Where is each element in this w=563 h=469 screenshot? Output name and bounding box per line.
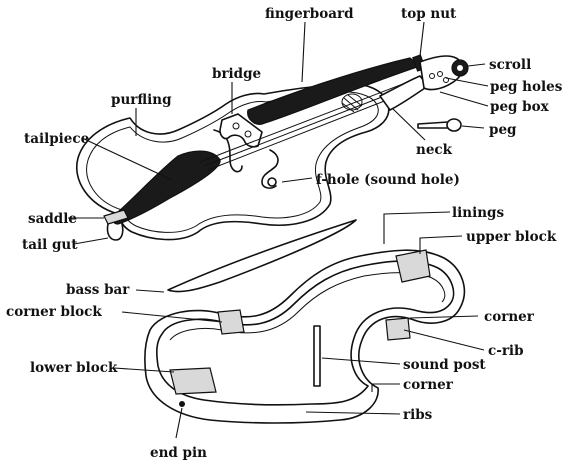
neck-shape	[379, 75, 429, 111]
label-sound-post: sound post	[403, 357, 486, 373]
tailpiece-shape	[112, 150, 221, 225]
f-hole-right	[261, 149, 279, 189]
label-tailpiece: tailpiece	[24, 131, 89, 147]
ribs-garland	[144, 249, 466, 424]
lower-block-shape	[169, 367, 217, 395]
saddle-shape	[103, 209, 129, 225]
label-peg: peg	[489, 122, 517, 138]
labels: fingerboard top nut scroll peg holes peg…	[6, 6, 563, 461]
label-end-pin: end pin	[150, 445, 207, 461]
label-neck: neck	[416, 142, 453, 158]
label-scroll: scroll	[489, 57, 531, 73]
end-pin-shape	[179, 401, 185, 407]
tail-gut-shape	[106, 223, 124, 241]
upper-block-shape	[395, 249, 431, 283]
label-peg-box: peg box	[490, 99, 550, 115]
label-upper-block: upper block	[466, 229, 557, 245]
label-purfling: purfling	[111, 92, 172, 108]
label-linings: linings	[452, 205, 504, 221]
corner-block-right	[385, 317, 411, 341]
label-peg-holes: peg holes	[490, 79, 563, 95]
peg-hole-1	[429, 73, 435, 79]
peg-shape	[417, 118, 462, 132]
sound-post-shape	[313, 325, 321, 387]
bass-bar-shape	[167, 219, 357, 293]
label-fingerboard: fingerboard	[265, 6, 354, 22]
label-ribs: ribs	[403, 407, 433, 423]
corner-block-shape	[217, 309, 245, 335]
label-tail-gut: tail gut	[22, 237, 78, 253]
label-top-nut: top nut	[401, 6, 457, 22]
label-c-rib: c-rib	[488, 343, 524, 359]
leader-lines	[68, 21, 489, 439]
label-bass-bar: bass bar	[66, 282, 130, 298]
fingerboard-shape	[247, 57, 422, 125]
peg-hole-2	[437, 71, 443, 77]
label-f-hole: f-hole (sound hole)	[316, 172, 460, 188]
label-corner-bottom: corner	[403, 377, 454, 393]
label-corner-top: corner	[484, 309, 535, 325]
label-saddle: saddle	[28, 211, 77, 227]
label-lower-block: lower block	[30, 360, 118, 376]
label-bridge: bridge	[212, 66, 261, 82]
peg-hole-3	[443, 77, 449, 83]
label-corner-block: corner block	[6, 304, 102, 320]
f-hole-eye	[267, 177, 277, 187]
